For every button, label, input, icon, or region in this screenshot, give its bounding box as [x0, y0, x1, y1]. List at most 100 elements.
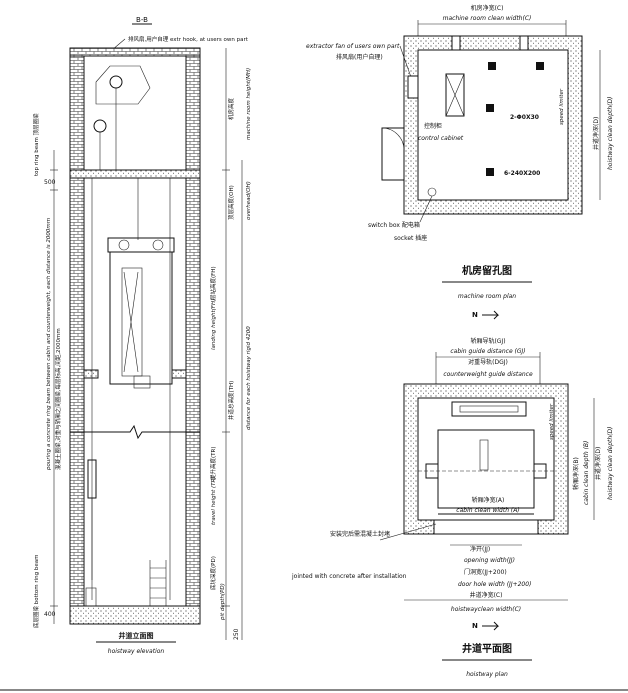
ring-beam-1	[83, 369, 99, 379]
wall-hook-2	[451, 35, 461, 51]
car-body	[109, 251, 173, 385]
mr-socket: socket 插座	[394, 234, 427, 242]
diverter-sheave	[93, 119, 107, 133]
traction-sheave	[109, 75, 123, 89]
hp-door-hole-en: door hole width (JJ+200)	[458, 581, 531, 588]
control-cabinet-box	[445, 73, 465, 117]
bottom-beam-label: 底层圈梁 bottom ring beam	[32, 554, 40, 628]
elevation-title-en: hoistway elevation	[108, 648, 165, 655]
left-wall	[69, 47, 85, 624]
hp-cw-guide-cn: 对重导轨(DGJ)	[468, 358, 508, 366]
mr-clean-width-en: machine room clean width(C)	[443, 15, 532, 22]
hp-concrete-cn: 安装完后需混凝土封堵	[330, 530, 390, 538]
dim-500: 500	[44, 179, 56, 186]
pit-ladder	[149, 560, 167, 606]
dim-400: 400	[44, 611, 56, 618]
hp-cabin-fixture	[479, 439, 489, 471]
travel-en: travel height (TR)	[211, 477, 217, 525]
car-door-cross	[123, 271, 139, 373]
mr-socket-symbol	[427, 187, 437, 197]
machine-outline	[95, 65, 151, 105]
hp-hw-width-en: hoistwayclean width(C)	[451, 606, 521, 613]
hoistway-elevation: B-B 排风扇,用户自理 extr hook, at users own par…	[32, 16, 252, 655]
car-door	[121, 267, 143, 377]
hp-opening-en: opening width(JJ)	[464, 557, 515, 564]
hp-door-hole	[433, 519, 539, 535]
car-safety	[133, 375, 151, 389]
hole-marker-2	[536, 62, 544, 70]
mr-door-opening	[381, 127, 405, 181]
machine-room-plan: 机房净宽(C) machine room clean width(C) extr…	[306, 4, 614, 320]
mr-extractor-cn: 排风扇(用户自理)	[336, 53, 383, 61]
control-cabinet-cross	[445, 73, 465, 117]
mr-height-cn: 机房高度	[227, 97, 235, 120]
beam-dist-en: pouring a concrete ring beam between cab…	[46, 218, 52, 471]
hp-north-label: N	[472, 622, 478, 630]
hp-concrete-en: jointed with concrete after installation	[291, 573, 407, 580]
break-line	[70, 424, 200, 440]
hp-concrete-leader	[379, 523, 437, 541]
pit-cn: 底坑深度(PD)	[209, 556, 217, 590]
hp-speed-limiter: speed limiter	[549, 403, 555, 440]
car-pulley-2	[152, 239, 164, 251]
hp-title-cn: 井道平面图	[462, 642, 512, 655]
dim-250: 250	[233, 628, 240, 640]
mr-north-arrow	[482, 310, 500, 320]
hp-cabin-width-cn: 轿厢净宽(A)	[472, 496, 505, 504]
hole-marker-3	[486, 104, 494, 112]
hp-cabin-guide-en: cabin guide distance (GJ)	[450, 348, 525, 355]
hp-cabin-guide-cn: 轿厢导轨(GJ)	[470, 337, 505, 345]
hp-north-arrow	[482, 621, 500, 631]
hole-marker-1	[488, 62, 496, 70]
mr-switch-leader	[419, 195, 433, 223]
car-pulley-1	[118, 239, 130, 251]
car-crosshead	[107, 237, 175, 253]
pit-en: pit depth(PD)	[220, 583, 226, 621]
hp-cabin-depth-cn: 轿厢净深(B)	[572, 457, 580, 490]
mr-speed-limiter: speed limiter	[559, 88, 565, 125]
mr-switch-box: switch box 配电箱	[368, 221, 420, 229]
mr-door-swing	[381, 127, 405, 151]
hp-cabin-width-en: cabin clean width (A)	[456, 507, 519, 514]
hp-interior	[417, 397, 555, 521]
hp-hw-width-cn: 井道净宽(C)	[470, 591, 503, 599]
mr-title-cn: 机房留孔图	[462, 264, 512, 277]
mr-extractor-fan	[407, 75, 419, 99]
hp-counterweight	[451, 401, 527, 417]
section-mark: B-B	[136, 16, 148, 24]
extractor-note: 排风扇,用户自理 extr hook, at users own part	[128, 35, 249, 43]
hp-door-hole-cn: 门洞宽(JJ+200)	[464, 568, 507, 576]
right-wall	[185, 47, 201, 624]
overhead-cn: 顶层高度(OH)	[227, 185, 235, 220]
hp-opening-cn: 净开(JJ)	[470, 545, 490, 553]
machine-room-floor	[69, 169, 201, 179]
hp-title-en: hoistway plan	[466, 671, 508, 678]
mr-hole-1: 2-Φ0X30	[510, 114, 539, 121]
mr-depth-cn: 井道净深(D)	[592, 117, 600, 150]
ring-beam-2	[171, 369, 187, 379]
landing-cn: 层站高度(FH)	[209, 266, 217, 300]
mr-control-en: control cabinet	[418, 135, 464, 142]
mr-clean-width-cn: 机房净宽(C)	[471, 4, 504, 12]
hoistway-height-cn: 井道总高度(TH)	[227, 381, 235, 420]
elevation-title-cn: 井道立面图	[119, 631, 154, 640]
hp-cabin-depth-en: cabin clean depth (B)	[583, 441, 590, 505]
hp-cw-inner	[459, 405, 519, 413]
hp-hw-depth-cn: 井道净深(D)	[594, 447, 602, 480]
buffer	[85, 587, 97, 607]
mr-control-cn: 控制柜	[424, 122, 442, 130]
mr-hole-2: 6-240X200	[504, 170, 540, 177]
mr-extractor-leader	[399, 45, 413, 81]
mr-depth-en: hoistway clean depth(D)	[607, 97, 614, 170]
mr-title-en: machine room plan	[458, 293, 516, 300]
pit-floor	[69, 605, 201, 625]
wall-hook-1	[519, 35, 529, 51]
travel-cn: 提升高度(TR)	[209, 447, 217, 480]
hp-hw-depth-en: hoistway clean depth(D)	[607, 427, 614, 500]
mr-height-en: machine room height(MH)	[246, 68, 252, 140]
landing-en: landing height(FH)	[211, 299, 217, 350]
hp-cw-guide-en: counterweight guide distance	[443, 371, 533, 378]
hoistway-height-en: distance for each hoistway rigid 4200	[246, 326, 252, 430]
hole-marker-4	[486, 168, 494, 176]
